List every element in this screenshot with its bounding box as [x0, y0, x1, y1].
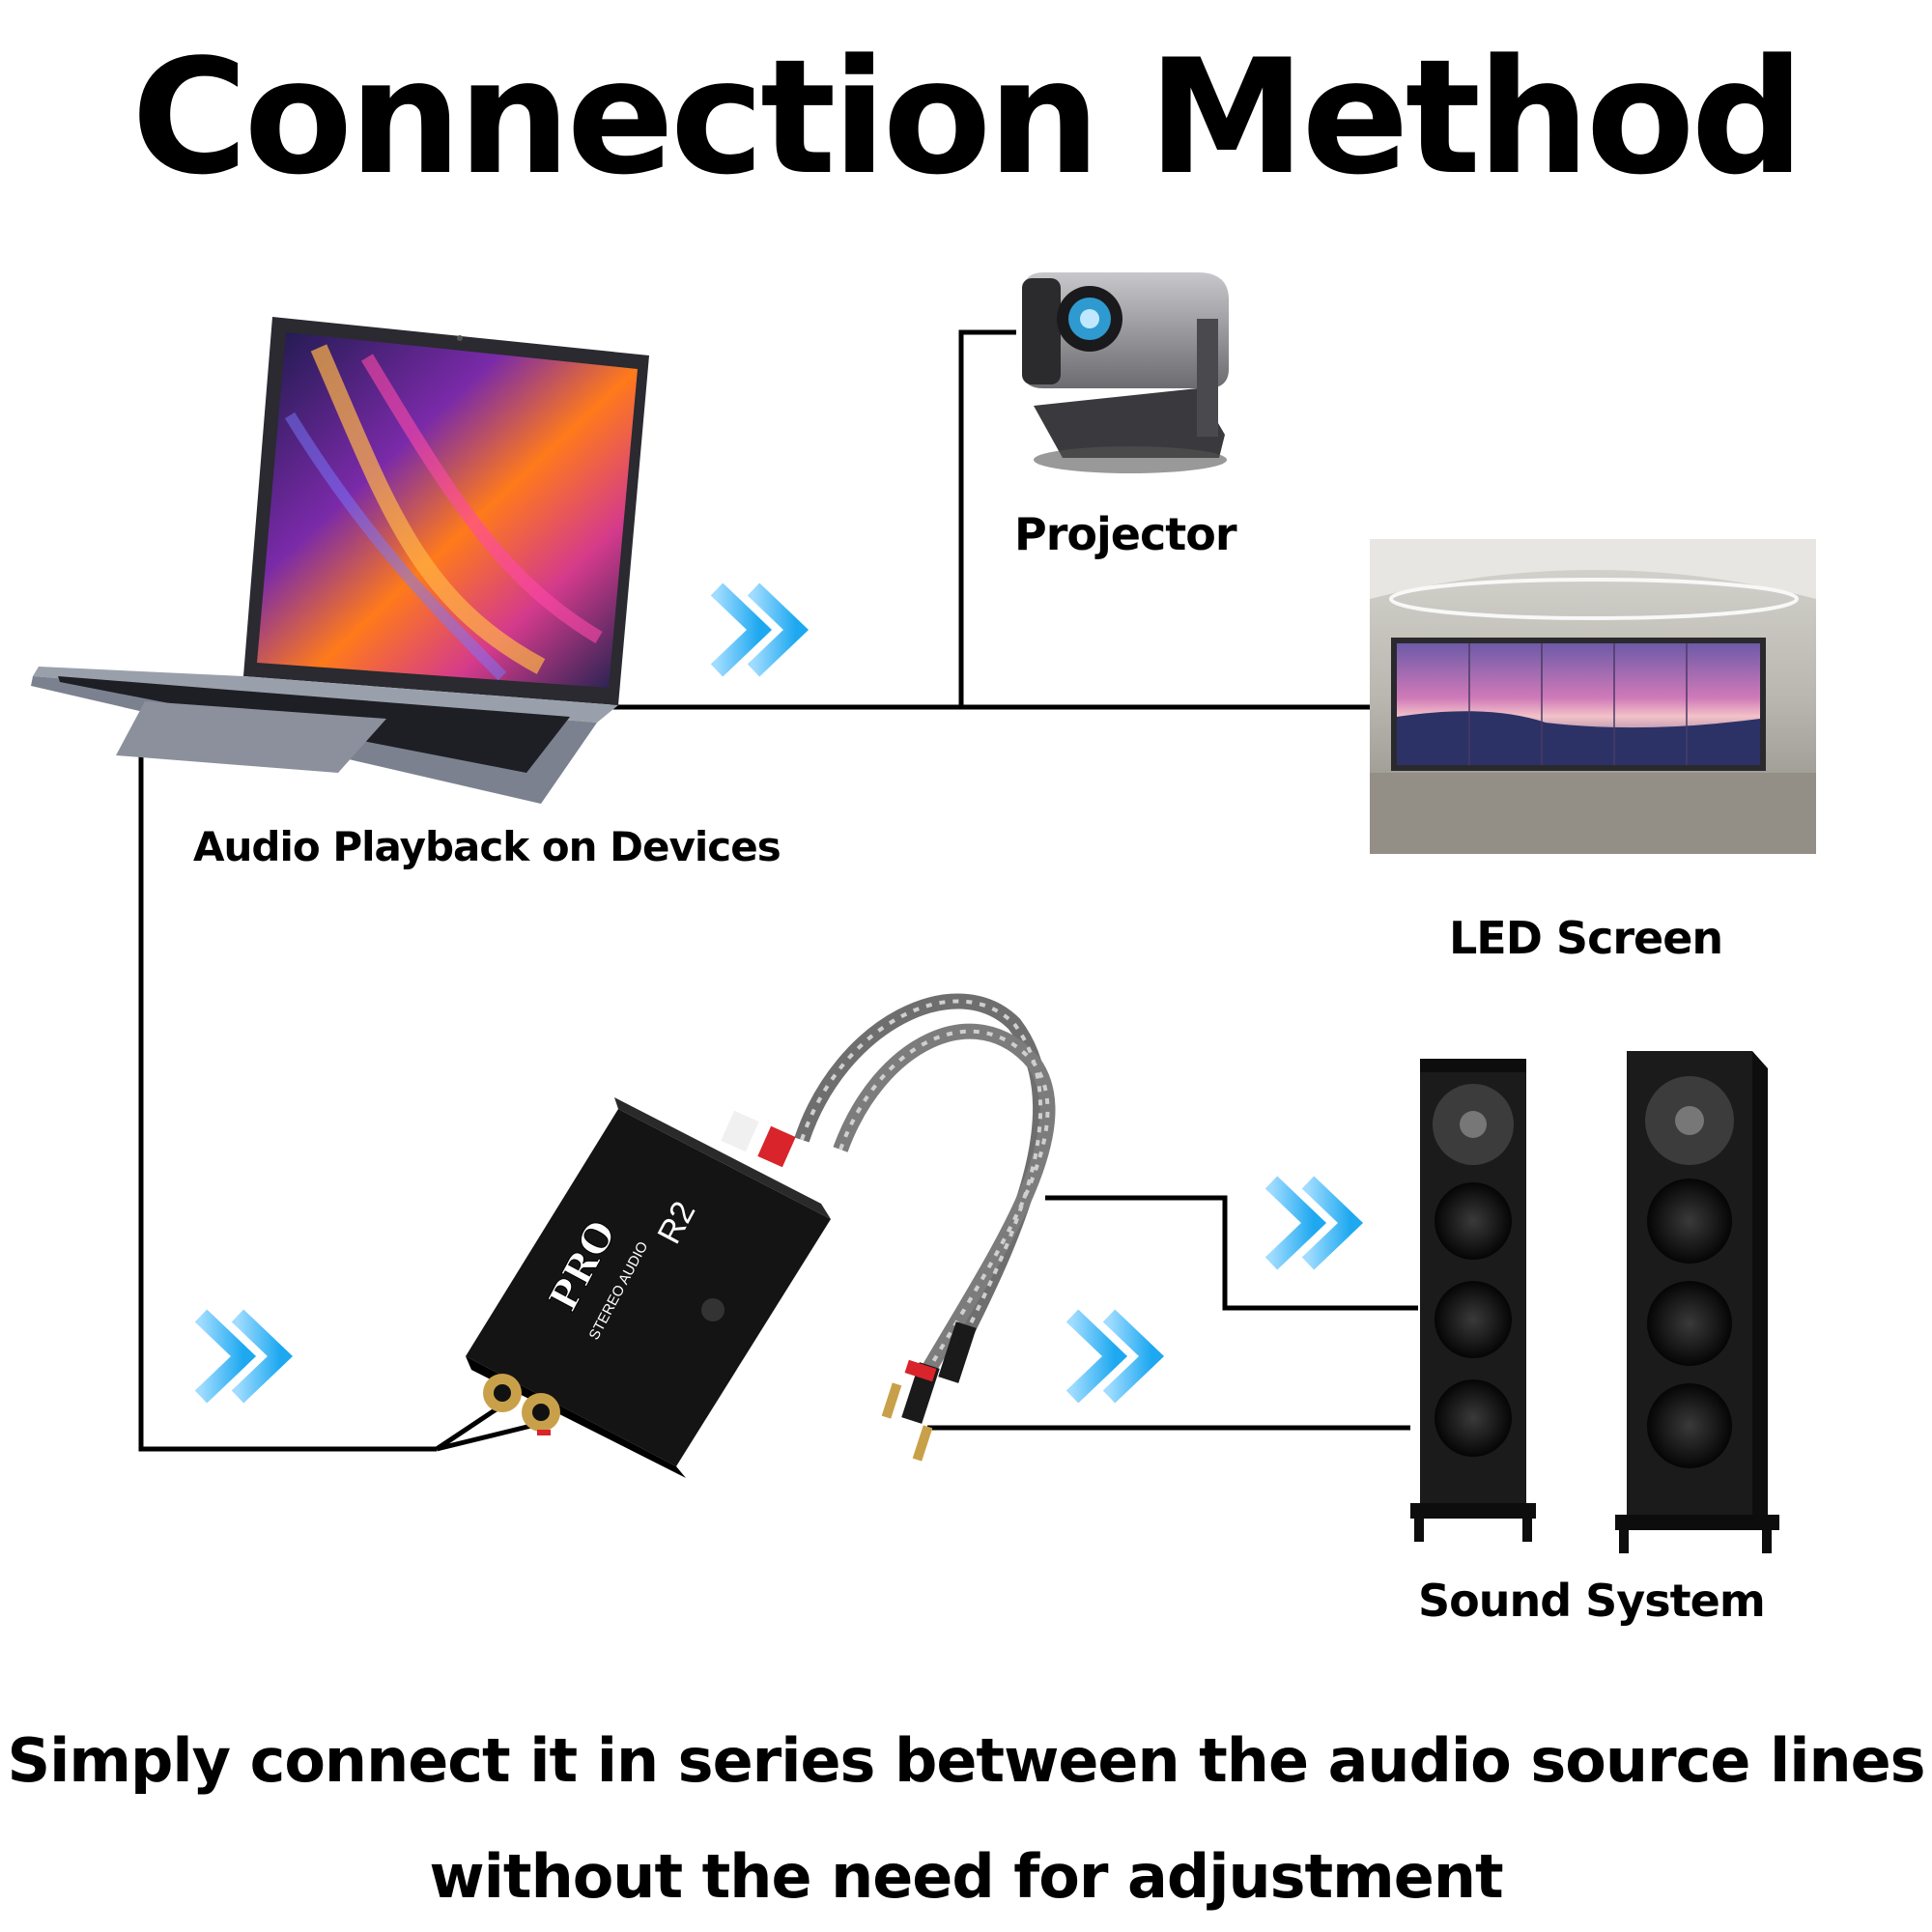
line-to-speaker-1: [1045, 1195, 1418, 1311]
label-projector: Projector: [1014, 508, 1237, 560]
line-laptop-to-isolator: [138, 723, 437, 1452]
line-isolator-input-a: [435, 1406, 499, 1452]
caption-line-2: without the need for adjustment: [429, 1841, 1503, 1912]
caption-line-1: Simply connect it in series between the …: [7, 1725, 1925, 1796]
label-audio-playback: Audio Playback on Devices: [193, 823, 781, 870]
line-to-projector: [958, 329, 1016, 707]
connection-lines: [138, 329, 1418, 1452]
page-title: Connection Method: [131, 25, 1804, 210]
led-screen-icon: [1370, 539, 1816, 854]
audio-isolator-icon: [466, 993, 1056, 1478]
label-sound-system: Sound System: [1418, 1575, 1766, 1627]
label-led-screen: LED Screen: [1449, 912, 1723, 964]
laptop-icon: [31, 317, 649, 804]
projector-icon: [1022, 272, 1229, 473]
chevron-arrow-icon: [194, 582, 1364, 1404]
speaker-icon: [1410, 1051, 1779, 1553]
line-isolator-input-b: [436, 1421, 540, 1452]
